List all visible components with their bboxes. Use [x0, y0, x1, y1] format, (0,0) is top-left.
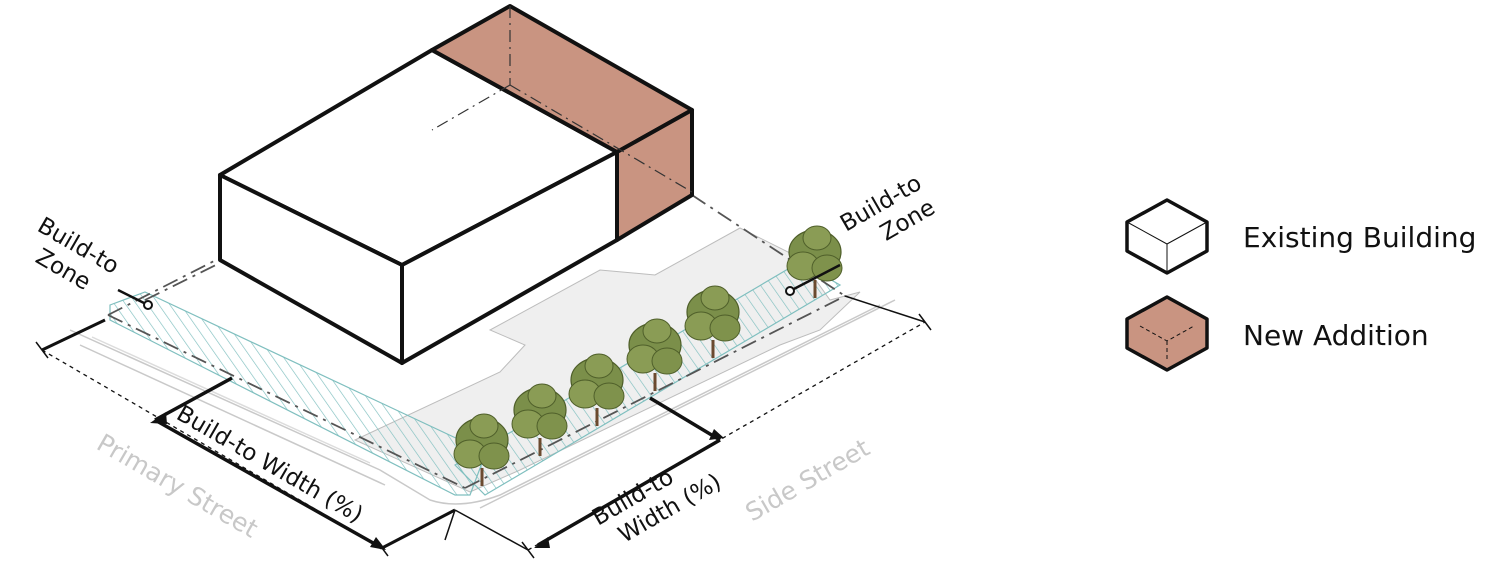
- side-street-label: Side Street: [741, 433, 875, 527]
- lot-lines: [107, 194, 846, 489]
- legend: Existing Building New Addition: [1125, 198, 1476, 372]
- new-addition: [430, 4, 694, 242]
- side-build-to-width-label: Build-to Width (%): [588, 445, 726, 556]
- legend-new-addition-label: New Addition: [1243, 319, 1429, 352]
- dimension-arrows: [150, 412, 724, 550]
- build-to-zone-label-right: Build-to Zone: [836, 166, 947, 261]
- legend-existing-building-label: Existing Building: [1243, 221, 1476, 254]
- existing-building: [218, 48, 619, 365]
- legend-new-addition-icon: [1125, 295, 1209, 372]
- build-to-zone-label-left: Build-to Zone: [19, 213, 130, 308]
- dimension-lines: [35, 263, 932, 559]
- street-curbs: [69, 299, 896, 509]
- legend-existing-building-icon: [1125, 198, 1209, 275]
